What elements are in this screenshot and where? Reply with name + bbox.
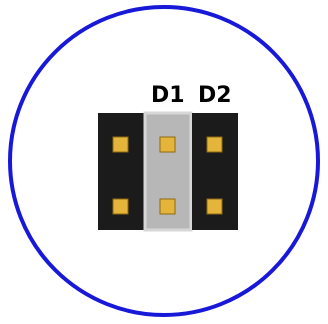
pad-left-top [112,136,129,153]
pad-middle-bottom [159,198,176,215]
pad-right-bottom [206,198,223,215]
label-d1: D1 [151,83,185,108]
label-d2: D2 [198,83,232,108]
pad-left-bottom [112,198,129,215]
pad-right-top [206,136,223,153]
pad-middle-top [159,136,176,153]
